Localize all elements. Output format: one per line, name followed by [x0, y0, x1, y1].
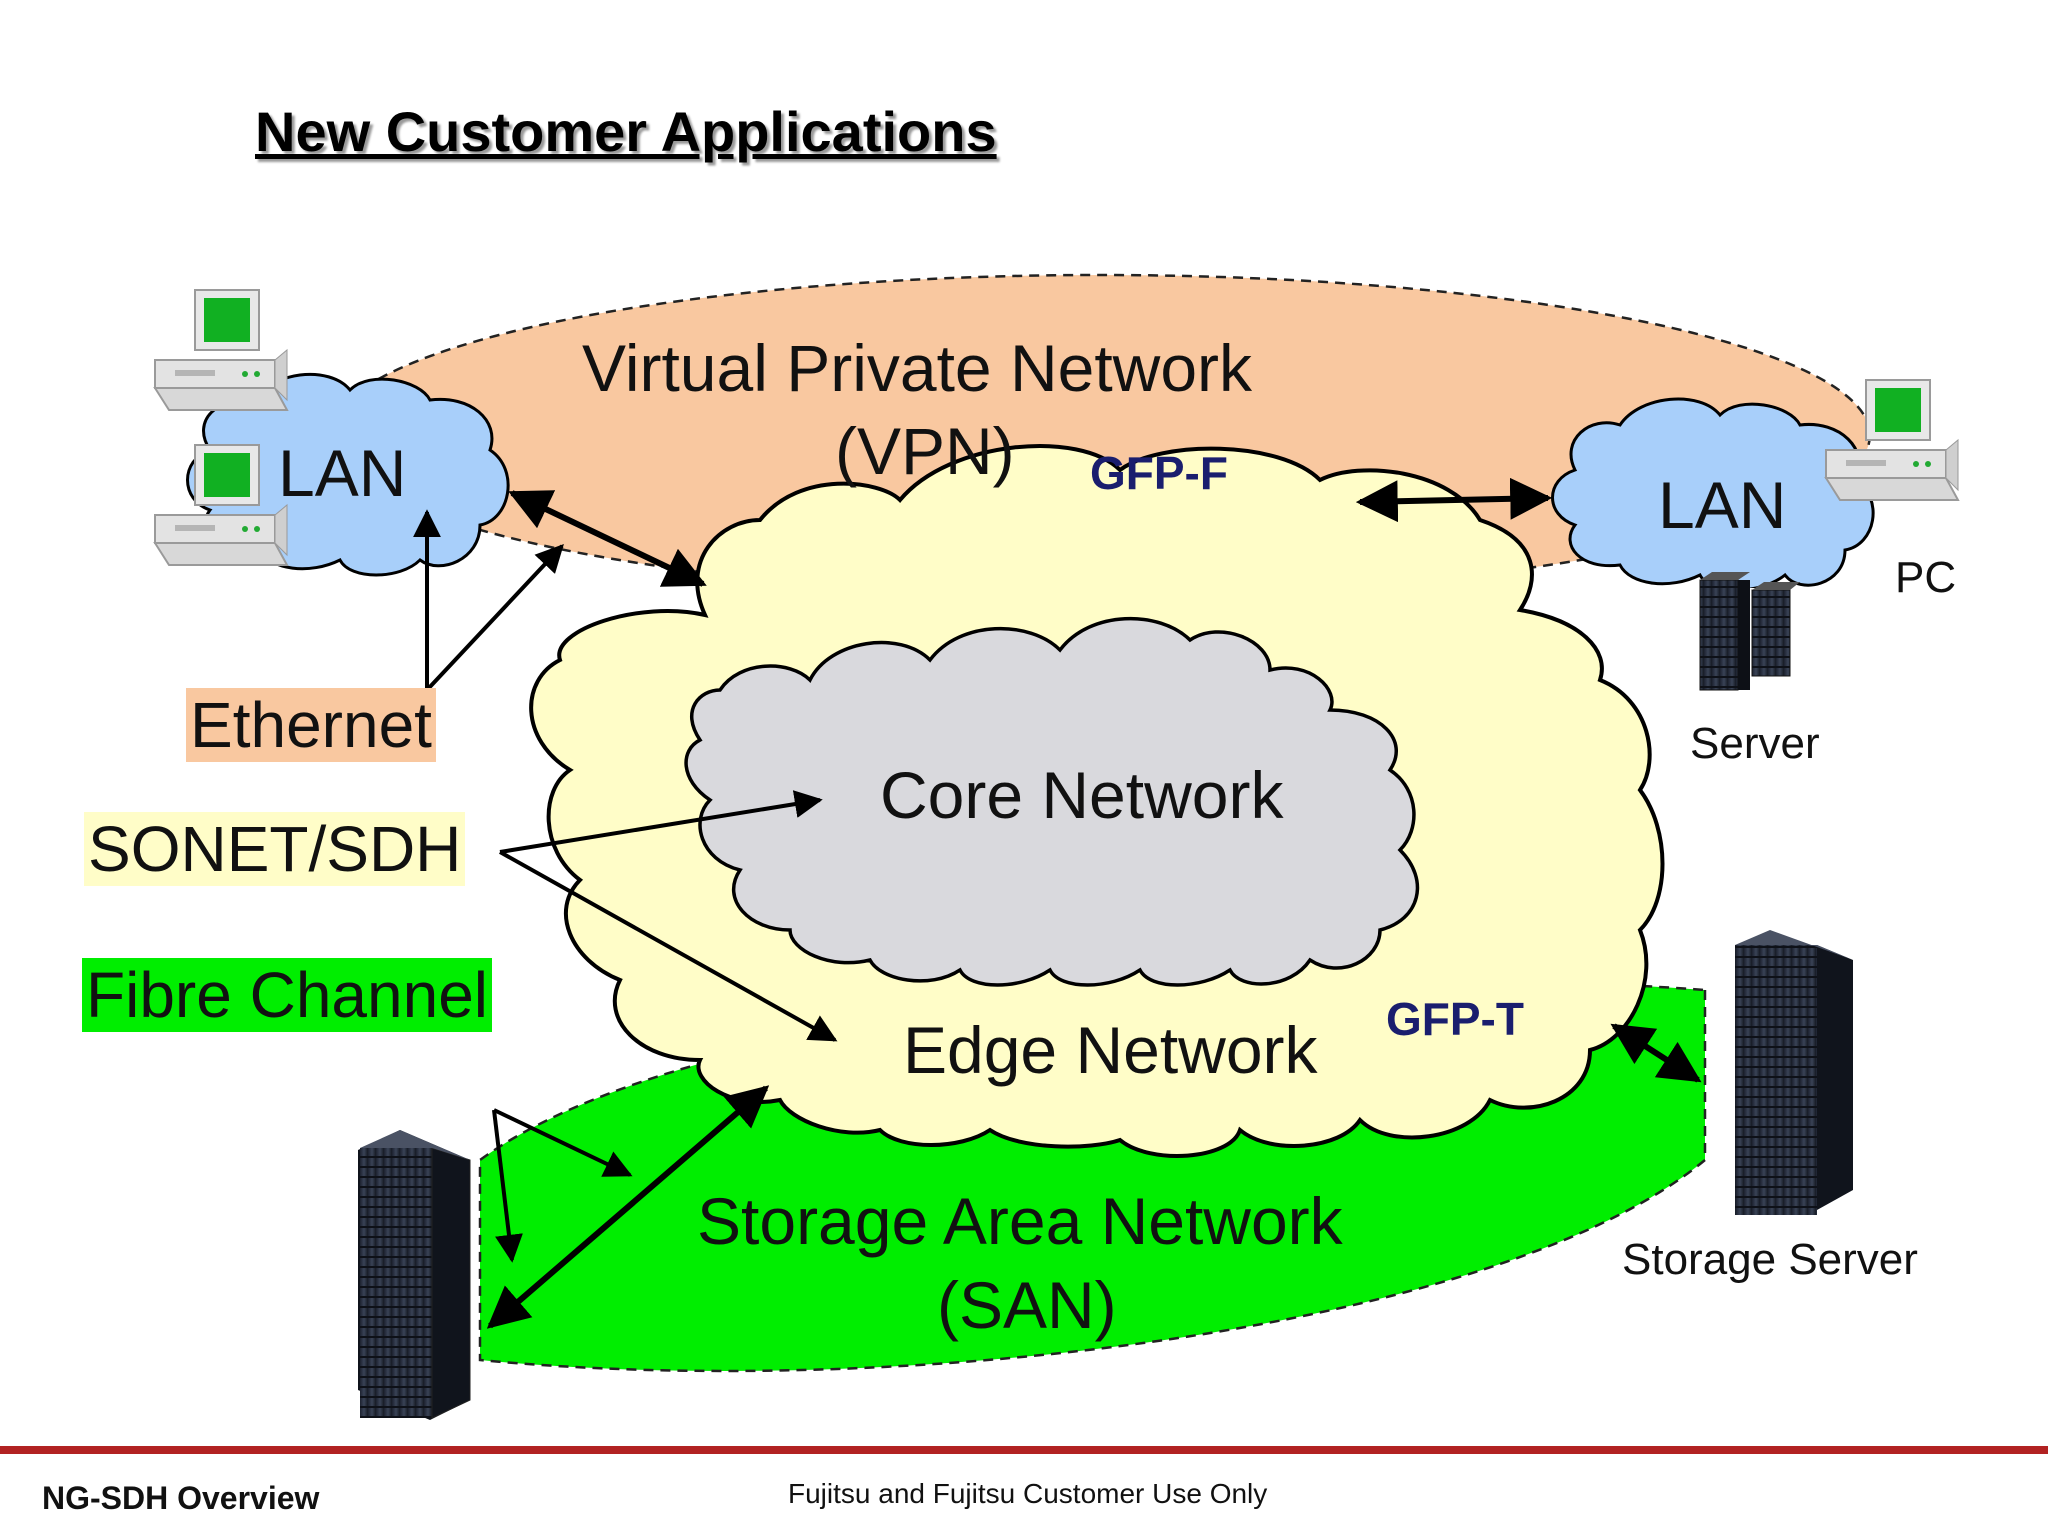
vpn-abbrev: (VPN)	[835, 414, 1015, 488]
san-abbrev: (SAN)	[937, 1268, 1117, 1342]
desktop-pc-icon	[154, 289, 288, 411]
pc-label: PC	[1895, 553, 1957, 602]
lan-right-cloud	[1551, 397, 1875, 592]
sonet-pointer	[499, 850, 838, 1042]
sonet-pointer	[499, 790, 823, 854]
legend-fibre-channel: Fibre Channel	[82, 958, 492, 1033]
fibre-pointer	[492, 1109, 523, 1263]
arrow-edge-storage	[1610, 1023, 1702, 1083]
san-label: Storage Area Network	[697, 1184, 1343, 1258]
gfp-t-label: GFP-T	[1386, 993, 1524, 1045]
legend-ethernet: Ethernet	[186, 688, 436, 763]
core-network-label: Core Network	[880, 758, 1284, 832]
lan-left-label: LAN	[278, 436, 407, 510]
core-network-cloud	[684, 616, 1420, 987]
arrow-edge-lan-right	[1355, 477, 1553, 523]
lan-right-label: LAN	[1658, 468, 1787, 542]
fibre-pointer	[493, 1108, 633, 1177]
server-label: Server	[1690, 719, 1820, 768]
footer-rule	[0, 1446, 2048, 1454]
edge-network-label: Edge Network	[903, 1013, 1318, 1087]
arrow-san-edge	[486, 1085, 770, 1329]
legend-sonet-sdh: SONET/SDH	[84, 812, 466, 887]
arrow-lan-left-edge	[508, 490, 707, 587]
storage-server-icon	[358, 1130, 471, 1420]
storage-server-icon	[1735, 930, 1853, 1215]
page-title: New Customer Applications	[255, 100, 997, 163]
vpn-label: Virtual Private Network	[582, 331, 1253, 405]
server-tower-icon	[1699, 572, 1800, 691]
storage-server-label: Storage Server	[1622, 1235, 1918, 1284]
footer-title: NG-SDH Overview	[42, 1480, 320, 1516]
footer-classification: Fujitsu and Fujitsu Customer Use Only	[788, 1478, 1268, 1509]
ethernet-pointer	[425, 543, 564, 692]
gfp-f-label: GFP-F	[1090, 447, 1228, 499]
